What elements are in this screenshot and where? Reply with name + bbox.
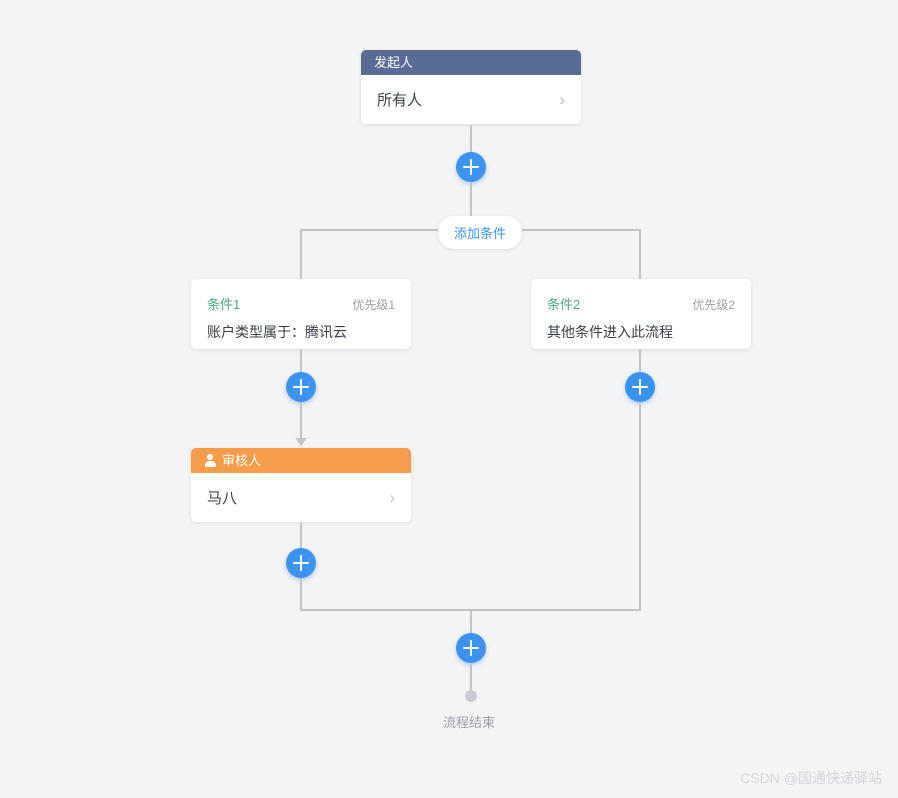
arrowhead-into-approver: [295, 438, 307, 446]
connector-branch-right-down: [639, 229, 641, 279]
add-node-after-approver[interactable]: [286, 548, 316, 578]
connector-starter-to-add: [470, 125, 472, 152]
chevron-right-icon: ›: [559, 90, 565, 109]
starter-body[interactable]: 所有人 ›: [361, 75, 581, 124]
condition-2-description: 其他条件进入此流程: [547, 324, 673, 340]
end-label: 流程结束: [443, 715, 496, 730]
connector-approver-to-add: [300, 523, 302, 548]
condition-2-header: 条件2 优先级2: [531, 279, 751, 313]
condition-card-1[interactable]: 条件1 优先级1 账户类型属于：腾讯云: [191, 279, 411, 349]
add-node-before-end[interactable]: [456, 633, 486, 663]
connector-add-to-merge-left: [300, 578, 302, 611]
approver-header-label: 审核人: [222, 453, 262, 468]
condition-2-priority: 优先级2: [692, 298, 735, 312]
connector-branch-left-down: [300, 229, 302, 279]
node-approver[interactable]: 审核人 马八 ›: [191, 448, 411, 522]
end-dot: [465, 690, 477, 702]
connector-add-to-merge-right: [639, 402, 641, 611]
add-node-branch1-top[interactable]: [286, 372, 316, 402]
condition-2-title: 条件2: [547, 297, 581, 312]
approver-body[interactable]: 马八 ›: [191, 473, 411, 522]
add-node-branch2-top[interactable]: [625, 372, 655, 402]
approver-header: 审核人: [191, 448, 411, 473]
connector-add-to-approver: [300, 402, 302, 440]
connector-add-to-end: [470, 663, 472, 691]
person-icon: [204, 454, 216, 467]
starter-header-label: 发起人: [374, 55, 414, 70]
connector-cond1-to-add: [300, 349, 302, 372]
approver-body-text: 马八: [207, 490, 238, 507]
condition-card-2[interactable]: 条件2 优先级2 其他条件进入此流程: [531, 279, 751, 349]
condition-1-priority: 优先级1: [352, 298, 395, 312]
add-condition-button[interactable]: 添加条件: [438, 216, 523, 249]
condition-1-header: 条件1 优先级1: [191, 279, 411, 313]
chevron-right-icon: ›: [389, 488, 395, 507]
starter-body-text: 所有人: [377, 92, 423, 109]
connector-add-to-branch: [470, 182, 472, 230]
starter-header: 发起人: [361, 50, 581, 75]
condition-1-description: 账户类型属于：腾讯云: [207, 324, 347, 340]
node-starter[interactable]: 发起人 所有人 ›: [361, 50, 581, 124]
add-node-after-starter[interactable]: [456, 152, 486, 182]
connector-cond2-to-add: [639, 349, 641, 372]
connector-merge-to-add: [470, 609, 472, 633]
watermark: CSDN @国通快递驿站: [740, 770, 882, 786]
condition-1-title: 条件1: [207, 297, 241, 312]
